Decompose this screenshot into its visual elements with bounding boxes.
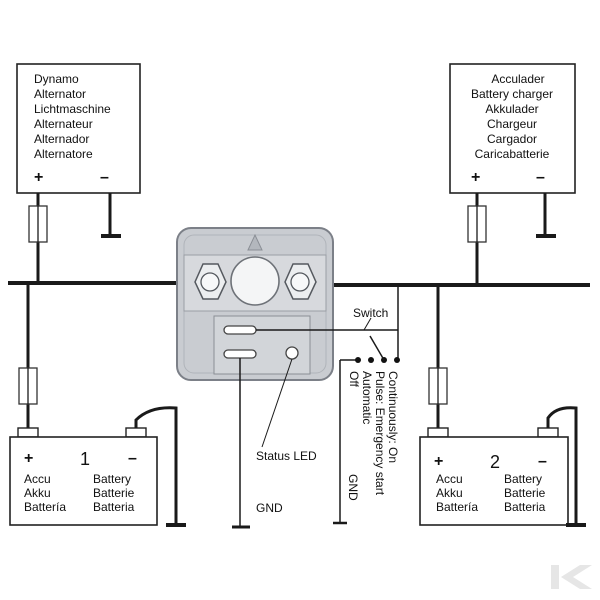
relay-center-dome <box>230 256 280 306</box>
relay-right-bolt <box>284 263 317 300</box>
charger-line-3: Chargeur <box>487 117 537 131</box>
charger-line-5: Caricabatterie <box>475 147 550 161</box>
switch-label-leader <box>363 317 372 331</box>
battery2-left-1: Akku <box>436 486 463 500</box>
battery1-right-2: Batteria <box>93 500 135 514</box>
dynamo-box: Dynamo Alternator Lichtmaschine Alternat… <box>16 63 141 194</box>
charger-line-4: Cargador <box>487 132 537 146</box>
status-led-label: Status LED <box>256 449 317 463</box>
relay-left-bolt <box>194 263 227 300</box>
off-label: Off <box>347 371 361 387</box>
relay-top-notch <box>247 233 263 251</box>
battery2-negative-terminal <box>537 427 559 438</box>
charger-line-2: Akkulader <box>485 102 538 116</box>
dynamo-line-0: Dynamo <box>34 72 79 86</box>
switch-lever <box>369 335 385 361</box>
dynamo-line-4: Alternador <box>34 132 89 146</box>
gnd-left-label: GND <box>256 501 283 515</box>
dynamo-line-5: Alternatore <box>34 147 93 161</box>
relay-pin-upper <box>223 325 257 335</box>
switch-contact-off <box>355 357 361 363</box>
watermark-bar <box>551 565 559 589</box>
watermark-logo <box>551 565 592 589</box>
battery1-negative-terminal <box>125 427 147 438</box>
dynamo-line-2: Lichtmaschine <box>34 102 111 116</box>
battery2-minus-sign: – <box>538 453 547 470</box>
charger-box-frame <box>449 63 576 194</box>
battery2-right-0: Battery <box>504 472 542 486</box>
battery2-left-0: Accu <box>436 472 463 486</box>
switch-contact-continuous <box>394 357 400 363</box>
battery-relay <box>176 227 334 381</box>
battery1: + 1 – Accu Akku Battería Battery Batteri… <box>9 427 158 526</box>
battery1-right-0: Battery <box>93 472 131 486</box>
charger-line-1: Battery charger <box>471 87 553 101</box>
battery2-left-2: Battería <box>436 500 478 514</box>
charger-minus-sign: – <box>536 169 545 186</box>
continuously-label: Continuously: On <box>386 371 400 463</box>
battery1-right-1: Batterie <box>93 486 135 500</box>
status-led-indicator <box>285 346 299 360</box>
battery2-plus-sign: + <box>434 453 443 470</box>
dynamo-line-3: Alternateur <box>34 117 93 131</box>
battery2-body <box>419 436 569 526</box>
battery1-left-0: Accu <box>24 472 51 486</box>
relay-connector-panel <box>213 315 311 375</box>
battery2: + 2 – Accu Akku Battería Battery Batteri… <box>419 427 569 526</box>
battery1-minus-sign: – <box>128 450 137 467</box>
battery1-plus-sign: + <box>24 450 33 467</box>
left-bolt-washer <box>200 272 220 292</box>
battery2-number: 2 <box>490 452 500 472</box>
watermark-chevron <box>561 565 592 589</box>
battery2-right-2: Batteria <box>504 500 546 514</box>
battery1-negative-wire <box>134 406 178 525</box>
control-wiring <box>232 285 400 529</box>
charger-box: Acculader Battery charger Akkulader Char… <box>449 63 576 194</box>
switch-contact-automatic <box>368 357 374 363</box>
gnd-right-label: GND <box>346 474 360 501</box>
dynamo-minus-sign: – <box>100 169 109 186</box>
battery1-positive-terminal <box>17 427 39 438</box>
battery1-number: 1 <box>80 449 90 469</box>
battery1-left-1: Akku <box>24 486 51 500</box>
relay-pin-lower <box>223 349 257 359</box>
charger-plus-sign: + <box>471 169 480 186</box>
battery1-body <box>9 436 158 526</box>
pulse-label: Pulse: Emergency start <box>373 371 387 496</box>
automatic-label: Automatic <box>360 371 374 424</box>
battery1-left-2: Battería <box>24 500 66 514</box>
right-bolt-washer <box>290 272 310 292</box>
battery2-right-1: Batterie <box>504 486 546 500</box>
battery2-negative-wire <box>546 406 578 525</box>
status-led-leader <box>261 358 293 448</box>
dynamo-plus-sign: + <box>34 169 43 186</box>
switch-label: Switch <box>353 306 388 320</box>
dynamo-box-frame <box>16 63 141 194</box>
battery2-positive-terminal <box>427 427 449 438</box>
dynamo-line-1: Alternator <box>34 87 86 101</box>
charger-line-0: Acculader <box>491 72 544 86</box>
